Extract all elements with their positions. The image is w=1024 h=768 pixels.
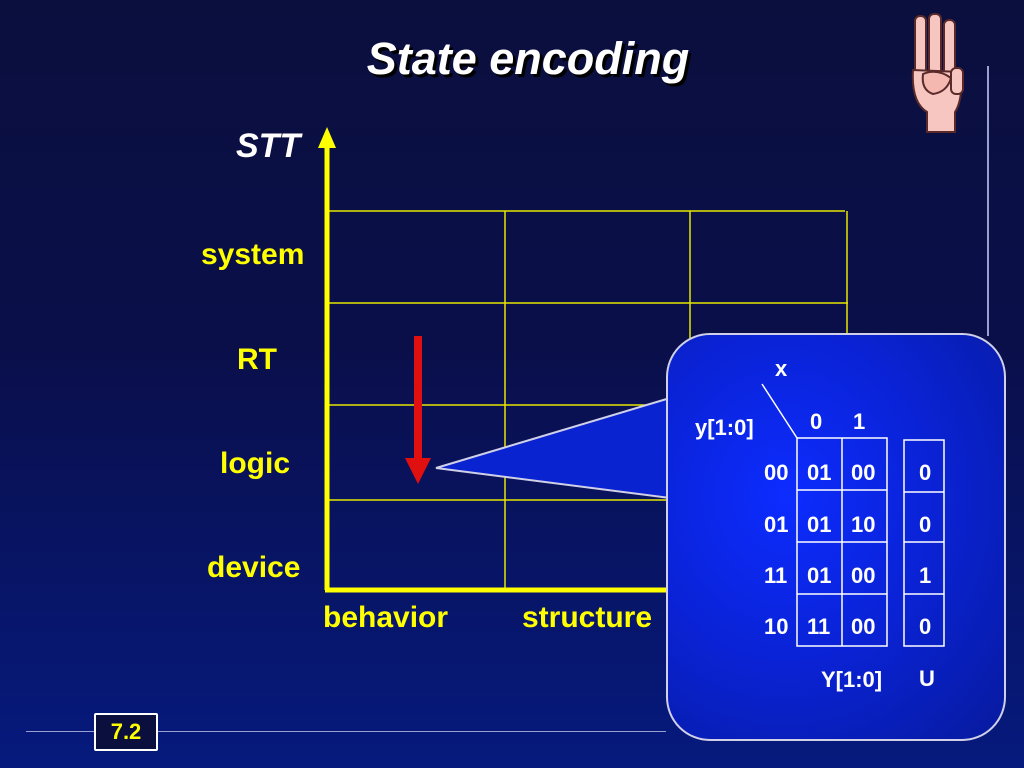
level-label-logic: logic — [220, 447, 291, 480]
right-divider — [987, 66, 989, 336]
next-state-label: Y[1:0] — [821, 667, 883, 692]
next-state-cell: 11 — [807, 614, 831, 639]
next-state-cell: 00 — [851, 614, 876, 639]
input-label: x — [775, 356, 788, 381]
row-state: 00 — [764, 460, 789, 485]
input-value-1: 1 — [853, 409, 866, 434]
three-fingers-hand-icon — [911, 13, 964, 133]
output-cell: 0 — [919, 460, 932, 485]
output-cell: 1 — [919, 563, 932, 588]
page-title: State encoding — [366, 33, 690, 84]
footer-rule-right — [158, 731, 666, 732]
slide-number: 7.2 — [94, 713, 158, 751]
output-cell: 0 — [919, 512, 932, 537]
down-arrow-icon — [405, 336, 431, 484]
state-table-callout — [666, 333, 1006, 741]
axis-title-stt: STT — [236, 127, 301, 165]
next-state-cell: 01 — [807, 563, 832, 588]
view-label-structure: structure — [522, 601, 653, 634]
row-state: 10 — [764, 614, 789, 639]
level-label-system: system — [201, 238, 305, 271]
next-state-cell: 01 — [807, 460, 832, 485]
footer-rule-left — [26, 731, 94, 732]
next-state-cell: 00 — [851, 460, 876, 485]
level-label-device: device — [207, 551, 301, 584]
input-value-0: 0 — [810, 409, 823, 434]
next-state-cell: 00 — [851, 563, 876, 588]
level-label-rt: RT — [237, 343, 277, 376]
next-state-cell: 01 — [807, 512, 832, 537]
view-label-behavior: behavior — [323, 601, 449, 634]
y-axis-arrowhead — [318, 127, 336, 148]
axes — [318, 127, 670, 593]
output-cell: 0 — [919, 614, 932, 639]
output-label: U — [919, 666, 935, 691]
row-state: 01 — [764, 512, 789, 537]
state-label: y[1:0] — [695, 415, 754, 440]
next-state-cell: 10 — [851, 512, 876, 537]
row-state: 11 — [764, 563, 788, 588]
